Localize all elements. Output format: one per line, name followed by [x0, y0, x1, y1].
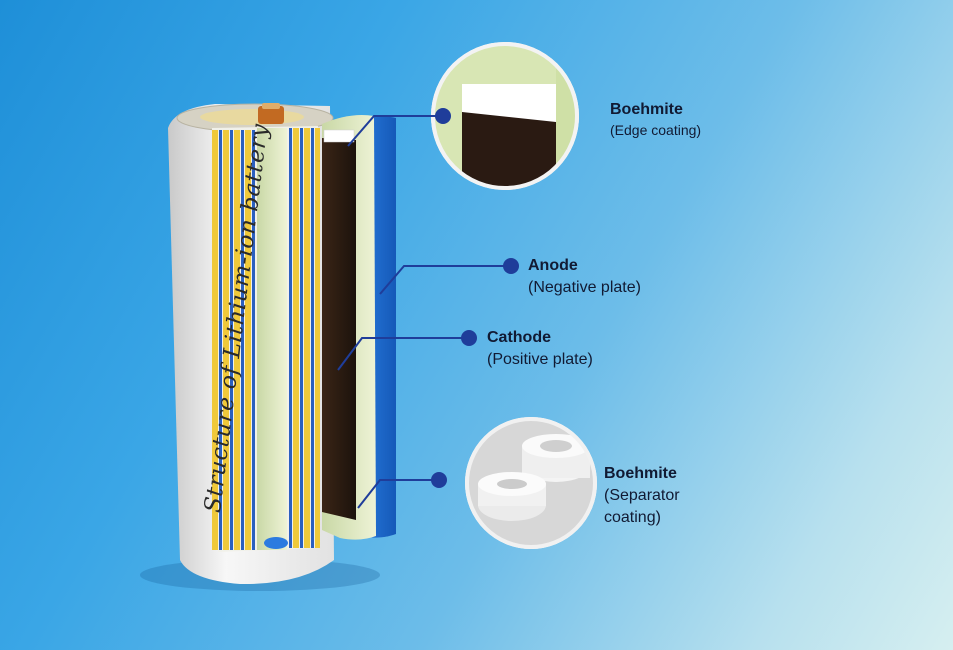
- separator-coating-leader: [357, 479, 438, 509]
- anode-dot: [503, 258, 519, 274]
- anode-title: Anode: [528, 257, 578, 274]
- bottom-terminal: [264, 537, 288, 549]
- cathode-sheet: [322, 138, 356, 520]
- leader-dots: [431, 108, 519, 488]
- separator-coating-subtitle-line1: (Separator: [604, 487, 680, 504]
- center-separator: [257, 128, 287, 550]
- separator-coating-title: Boehmite: [604, 465, 677, 482]
- cathode-subtitle: (Positive plate): [487, 351, 593, 368]
- cathode-title: Cathode: [487, 329, 551, 346]
- cathode-dot: [461, 330, 477, 346]
- separator-coating-subtitle-line2: coating): [604, 509, 661, 526]
- anode-leader: [379, 265, 510, 295]
- edge-coating-title: Boehmite: [610, 101, 683, 118]
- right-electrode-layers: [289, 128, 320, 548]
- edge-coating-strip: [323, 129, 355, 143]
- edge-coating-zoom: [431, 42, 579, 190]
- edge-coating-dot: [435, 108, 451, 124]
- edge-coating-leader: [347, 115, 442, 147]
- cathode-leader: [337, 337, 468, 371]
- edge-coating-subtitle: (Edge coating): [610, 122, 702, 138]
- terminal-top: [262, 103, 280, 109]
- left-electrode-layers: [212, 130, 255, 550]
- anode-subtitle: (Negative plate): [528, 279, 641, 296]
- separator-coating-zoom: [465, 417, 597, 549]
- leader-lines: [337, 115, 510, 509]
- battery-terminal: [258, 106, 284, 124]
- separator-coating-dot: [431, 472, 447, 488]
